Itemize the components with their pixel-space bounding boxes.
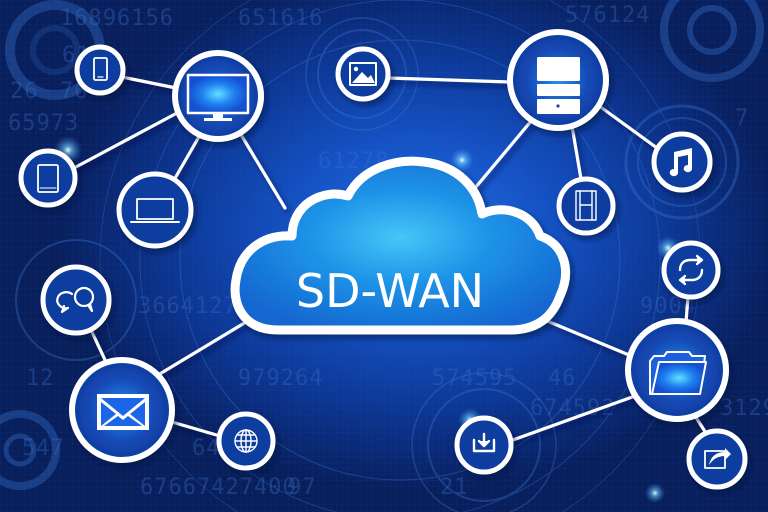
globe-icon xyxy=(234,429,258,453)
background-number: 3129 xyxy=(720,396,768,421)
background-number: 651616 xyxy=(238,6,323,31)
connector-monitor-cloud xyxy=(238,131,287,210)
background-number: 979264 xyxy=(238,366,323,391)
connector-sync-folder xyxy=(684,295,690,324)
node-film xyxy=(556,176,616,236)
background-number: 21 xyxy=(440,475,469,500)
mail-icon xyxy=(97,394,149,430)
background-number: 64 xyxy=(192,436,221,461)
node-laptop xyxy=(116,171,194,249)
node-tablet xyxy=(18,148,78,208)
node-circle xyxy=(74,44,126,96)
background-number: 67667427400 xyxy=(140,475,297,500)
node-circle xyxy=(686,428,748,490)
node-sync xyxy=(661,240,721,300)
node-circle xyxy=(651,131,713,193)
node-share xyxy=(686,428,748,490)
cloud: SD-WAN xyxy=(230,156,570,335)
background-number: 574595 xyxy=(432,366,517,391)
connector-mail-globe xyxy=(170,420,222,438)
background-number: 65973 xyxy=(8,111,79,136)
node-circle xyxy=(556,176,616,236)
connector-laptop-monitor xyxy=(172,133,202,182)
connector-cloud-folder xyxy=(538,316,631,357)
connector-server-music xyxy=(600,106,659,150)
cloud-label: SD-WAN xyxy=(296,264,484,318)
connector-mail-cloud xyxy=(156,320,248,377)
tablet-icon xyxy=(37,164,59,193)
connector-smartphone-monitor xyxy=(120,75,178,90)
node-music xyxy=(651,131,713,193)
background-number: 576124 xyxy=(565,3,650,28)
node-circle xyxy=(661,240,721,300)
sync-icon xyxy=(678,254,704,286)
node-circle xyxy=(116,171,194,249)
chat-bubbles-icon xyxy=(56,286,95,314)
laptop-icon xyxy=(130,198,180,223)
node-smartphone xyxy=(74,44,126,96)
connector-download-folder xyxy=(508,394,637,443)
connector-tablet-monitor xyxy=(72,111,179,170)
node-icons xyxy=(37,57,731,469)
connector-folder-share xyxy=(693,414,708,435)
background-number: 97 xyxy=(288,475,317,500)
cloud-icon xyxy=(230,156,570,335)
share-icon xyxy=(704,448,731,469)
film-icon xyxy=(575,190,597,221)
connector-server-film xyxy=(570,124,583,181)
background-number: 16896156 xyxy=(60,6,174,31)
background-number: 547 xyxy=(22,436,65,461)
smartphone-icon xyxy=(93,57,108,81)
background-number: 26 xyxy=(10,79,39,104)
download-icon xyxy=(472,432,496,453)
connector-chat-mail xyxy=(89,328,108,364)
background-number: 3664127 xyxy=(138,294,238,319)
connector-image-server xyxy=(386,76,512,84)
image-icon xyxy=(349,62,377,86)
music-note-icon xyxy=(669,148,693,177)
background-number: 46 xyxy=(548,366,577,391)
node-circle xyxy=(18,148,78,208)
connector-lines xyxy=(72,75,708,443)
server-icon xyxy=(537,57,580,114)
background-number: 7 xyxy=(735,106,749,131)
monitor-icon xyxy=(186,73,250,121)
folder-icon xyxy=(649,351,707,395)
background-number: 12 xyxy=(26,366,55,391)
connector-server-cloud xyxy=(463,118,534,202)
